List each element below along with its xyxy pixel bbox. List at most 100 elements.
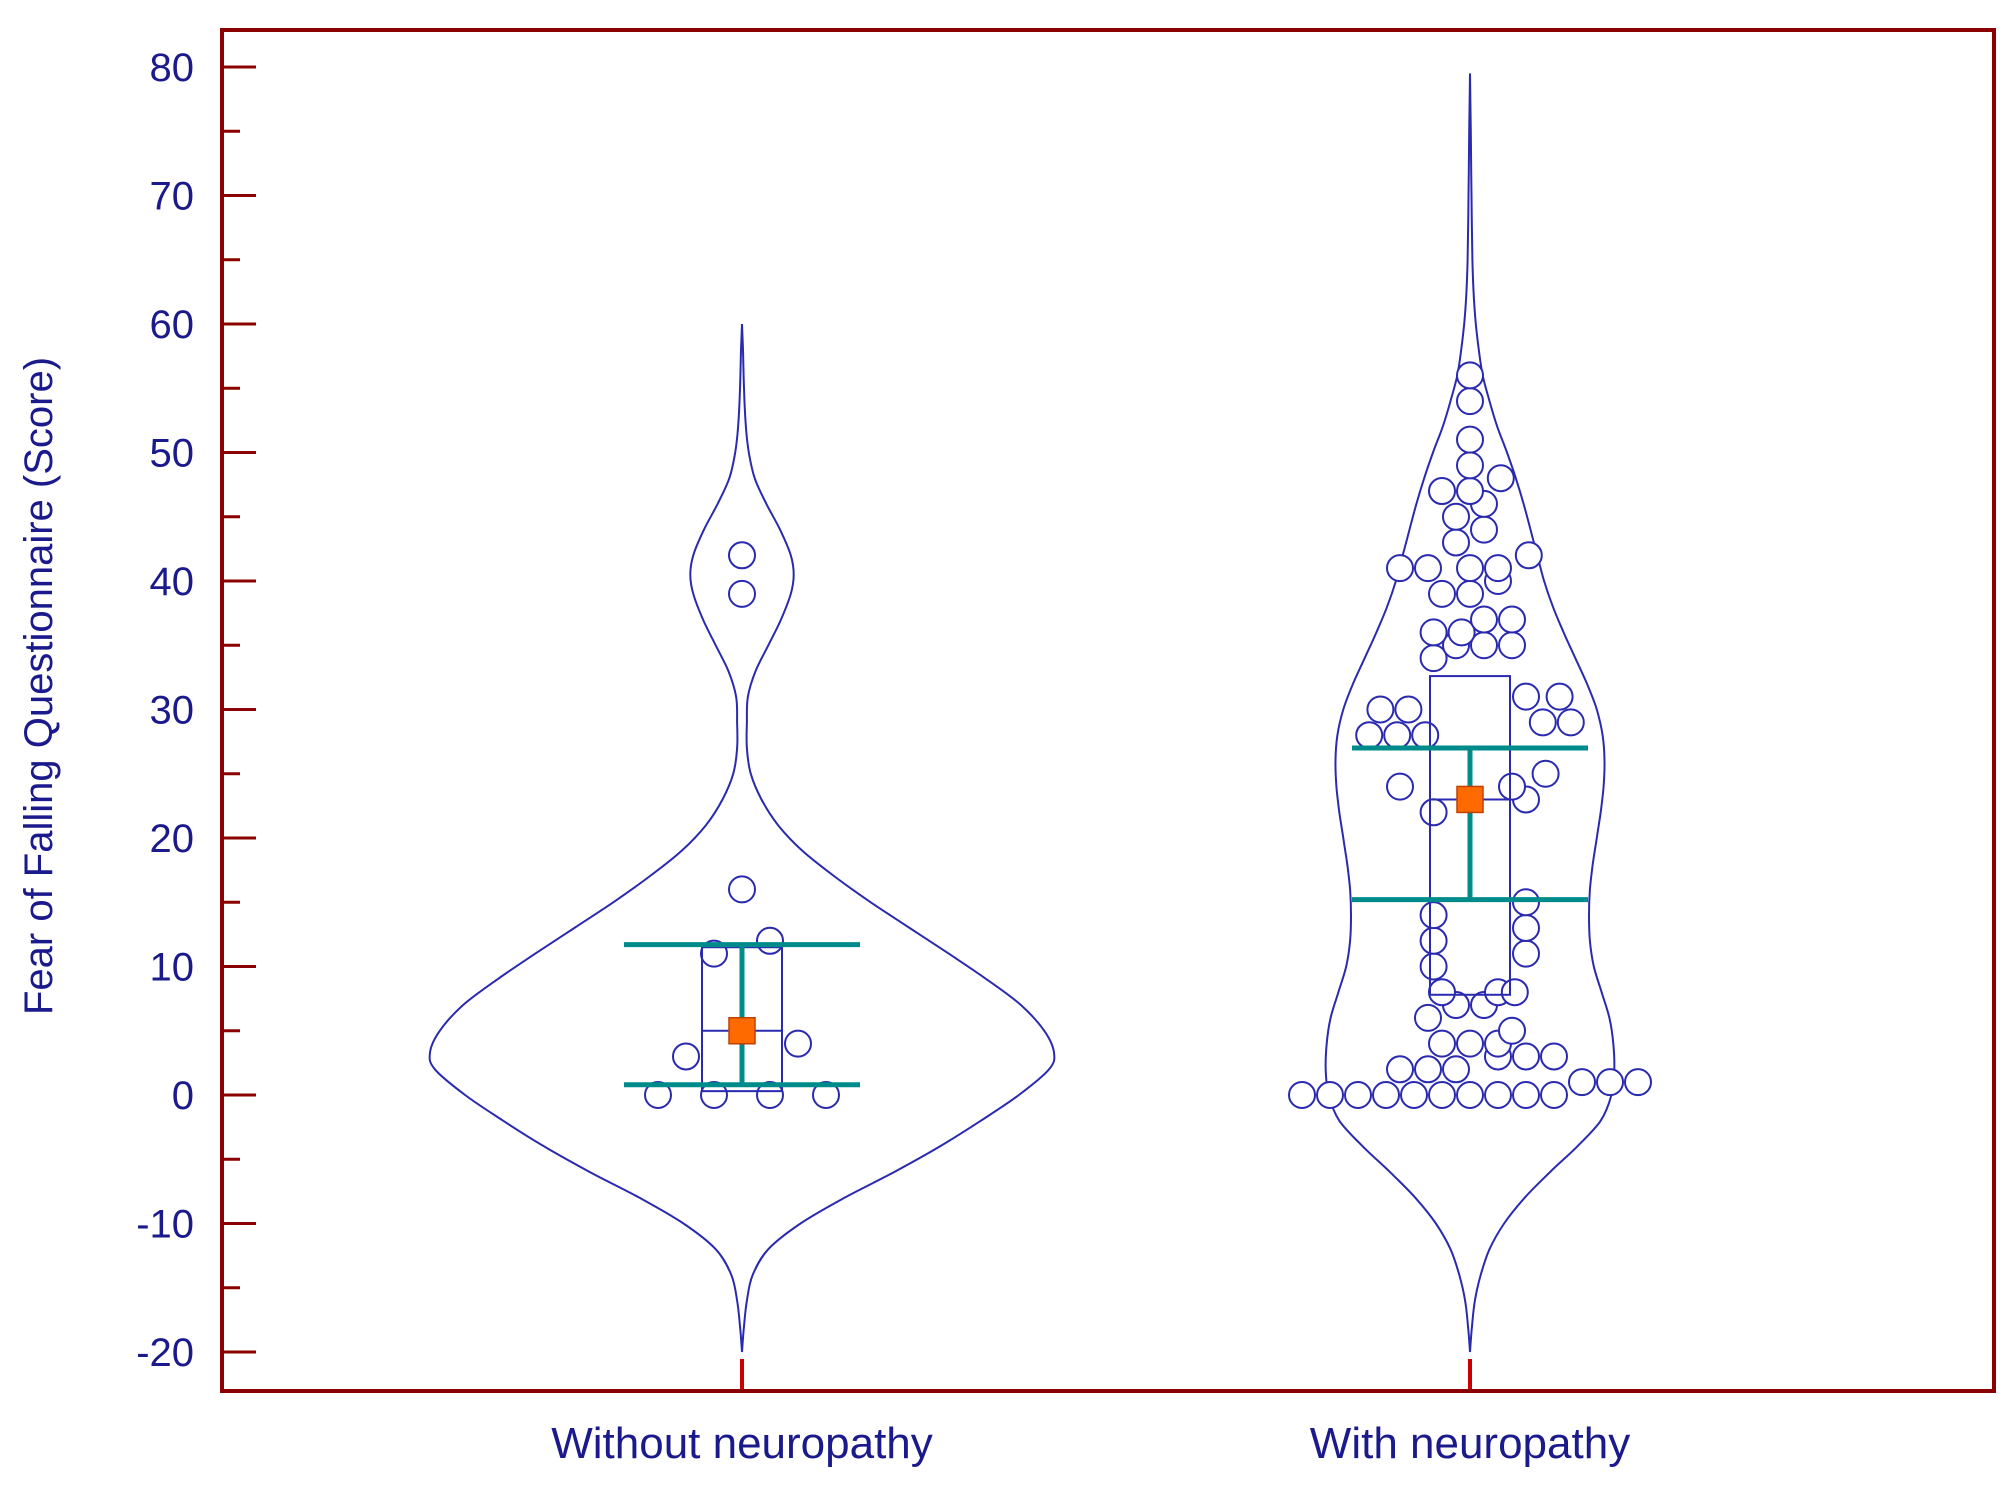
data-point (1411, 721, 1440, 750)
data-point (672, 1042, 700, 1071)
data-point (1428, 1081, 1456, 1109)
violin-group (428, 323, 1056, 1353)
data-point (1447, 618, 1476, 647)
data-point (1394, 695, 1423, 724)
data-point (1419, 926, 1448, 955)
data-point (1288, 1081, 1316, 1109)
data-point (1545, 682, 1574, 711)
data-point (1442, 502, 1470, 531)
data-point (1456, 1081, 1484, 1109)
plot-area (428, 73, 1652, 1353)
data-point (1456, 477, 1484, 506)
data-point (1442, 528, 1470, 557)
data-point (1428, 579, 1456, 608)
data-point (1498, 772, 1526, 801)
data-point (1344, 1081, 1372, 1109)
data-point (728, 875, 756, 904)
data-point (1498, 605, 1526, 634)
data-point (1500, 978, 1529, 1007)
data-point (784, 1029, 812, 1058)
box (1429, 675, 1511, 996)
y-axis-label: Fear of Falling Questionnaire (Score) (17, 357, 61, 1015)
data-point (1419, 618, 1448, 647)
data-point (1372, 1081, 1400, 1109)
data-point (1366, 695, 1395, 724)
data-point (1428, 477, 1456, 506)
data-point (756, 1081, 784, 1109)
data-point (1484, 554, 1512, 583)
data-point (1540, 1042, 1568, 1071)
data-point (1419, 798, 1448, 827)
data-point (1512, 1081, 1540, 1109)
data-point (1528, 708, 1557, 737)
data-point (1456, 554, 1484, 583)
data-point (1512, 939, 1540, 968)
y-tick-label: 0 (172, 1074, 194, 1118)
data-point (1624, 1068, 1652, 1097)
data-point (1355, 721, 1384, 750)
y-tick-label: -20 (136, 1331, 194, 1375)
y-tick-label: 80 (150, 46, 195, 90)
data-point (1486, 464, 1515, 493)
data-point (1442, 1055, 1470, 1084)
data-point (1428, 1029, 1456, 1058)
plot-frame (220, 28, 1996, 1393)
y-tick-label: 30 (150, 689, 195, 733)
mean-marker (1456, 785, 1484, 814)
violin-outline (428, 323, 1056, 1353)
data-point (1386, 1055, 1414, 1084)
data-point (1414, 1055, 1442, 1084)
data-point (644, 1081, 672, 1109)
data-point (1419, 952, 1448, 981)
data-point (1498, 1016, 1526, 1045)
data-point (1383, 721, 1412, 750)
data-point (1596, 1068, 1624, 1097)
y-tick-label: 70 (150, 175, 195, 219)
y-tick-label: 50 (150, 432, 195, 476)
y-axis-tick-labels: -20 -10 0 10 20 30 40 50 60 70 80 (136, 46, 194, 1375)
data-point (1514, 541, 1543, 570)
data-point (1556, 708, 1585, 737)
y-tick-label: -10 (136, 1203, 194, 1247)
y-tick-label: 20 (150, 817, 195, 861)
data-point (728, 541, 756, 570)
y-tick-label: 60 (150, 303, 195, 347)
data-point (1512, 913, 1540, 942)
data-point (1400, 1081, 1428, 1109)
violin-outline (1324, 73, 1616, 1353)
data-point (1456, 425, 1484, 454)
data-point (1456, 451, 1484, 480)
data-point (1498, 631, 1526, 660)
data-point (1531, 759, 1560, 788)
data-point (756, 926, 784, 955)
mean-marker (728, 1017, 756, 1045)
violin-group (1288, 73, 1652, 1353)
data-point (1414, 554, 1442, 583)
data-point (1484, 1081, 1512, 1109)
data-point (1428, 978, 1456, 1007)
y-tick-label: 40 (150, 560, 195, 604)
y-tick-label: 10 (150, 946, 195, 990)
x-tick-label: With neuropathy (1310, 1419, 1630, 1468)
data-point (1386, 772, 1414, 801)
y-axis-ticks (222, 65, 1472, 1391)
data-point (700, 1081, 728, 1109)
data-point (1470, 515, 1498, 544)
data-point (1568, 1068, 1596, 1097)
data-point (1512, 1042, 1540, 1071)
data-point (1540, 1081, 1568, 1109)
data-point (1470, 605, 1498, 634)
data-point (1512, 888, 1540, 917)
data-point (1414, 1003, 1442, 1032)
data-point (1456, 387, 1484, 416)
data-point (1419, 901, 1448, 930)
data-point (728, 579, 756, 608)
data-point (1316, 1081, 1344, 1109)
data-point (812, 1081, 840, 1109)
data-point (1456, 579, 1484, 608)
data-point (1512, 682, 1540, 711)
data-point (1456, 361, 1484, 390)
